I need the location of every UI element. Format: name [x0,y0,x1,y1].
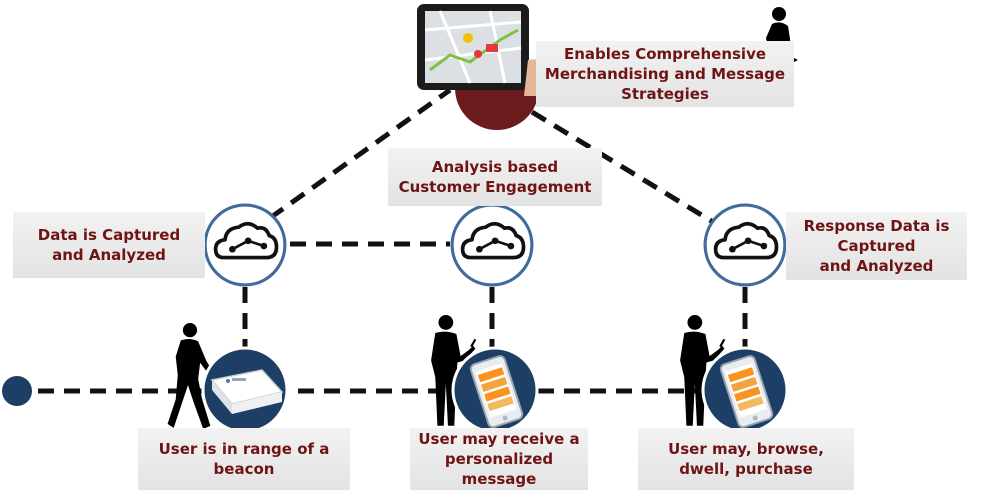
cloud-network-icon-middle [450,203,534,287]
label-right: Response Data is Captured and Analyzed [786,212,967,280]
tablet-map-icon [417,4,546,130]
label-bottom-middle-text: User may receive a personalized message [418,430,580,488]
label-middle-text: Analysis based Customer Engagement [398,158,592,196]
smartphone-icon-middle [451,346,539,434]
label-left-text: Data is Captured and Analyzed [37,226,181,264]
cloud-network-icon-right [703,203,787,287]
label-bottom-left: User is in range of a beacon [138,428,350,490]
label-bottom-right: User may, browse, dwell, purchase [638,428,854,490]
label-middle: Analysis based Customer Engagement [388,148,602,206]
label-top-text: Enables Comprehensive Merchandising and … [544,45,786,103]
start-node [2,376,32,406]
label-left: Data is Captured and Analyzed [13,212,205,278]
smartphone-icon-right [701,346,789,434]
label-top: Enables Comprehensive Merchandising and … [536,41,794,107]
label-bottom-middle: User may receive a personalized message [410,428,588,490]
label-bottom-right-text: User may, browse, dwell, purchase [668,440,824,478]
label-bottom-left-text: User is in range of a beacon [158,440,330,478]
beacon-device-icon [201,346,289,434]
label-right-text: Response Data is Captured and Analyzed [803,217,950,275]
cloud-network-icon-left [203,203,287,287]
